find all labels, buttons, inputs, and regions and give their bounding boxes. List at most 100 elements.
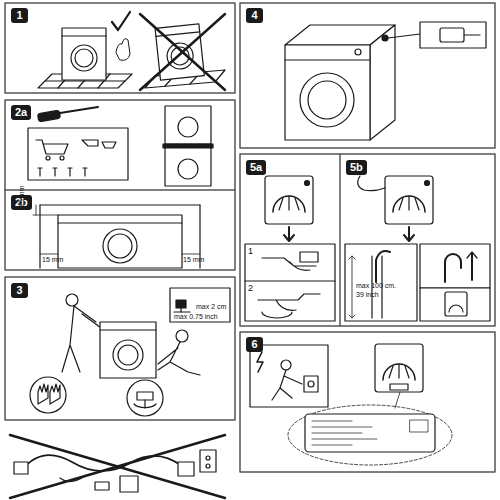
standpipe-inset	[345, 244, 417, 321]
extension-cables	[206, 456, 210, 460]
machine-back-icon	[385, 176, 433, 224]
hose-hook-inset	[420, 288, 490, 321]
kit-box	[82, 140, 98, 146]
panel-frame	[240, 332, 495, 472]
washing-machine	[62, 28, 106, 80]
washing-machine-3d	[382, 35, 388, 41]
rating-plate	[305, 414, 435, 452]
step-badge: 6	[246, 337, 263, 352]
inlet-hose-inset	[245, 244, 335, 321]
inlet-hose-inset	[262, 258, 316, 270]
washing-machine-3d	[285, 45, 370, 140]
down-arrow	[284, 235, 294, 241]
machine-back-icon	[390, 384, 408, 390]
extension-cables	[14, 462, 28, 474]
electric-plug-inset	[281, 360, 291, 370]
step-badge: 3	[11, 283, 28, 298]
down-arrow	[404, 227, 414, 241]
feet-inset	[176, 300, 186, 308]
kit-box	[28, 128, 128, 180]
transport-bolt-inset	[388, 22, 486, 48]
cross-mark	[10, 435, 225, 498]
callout-number: 2	[248, 284, 253, 292]
niche-walls	[40, 205, 200, 268]
person-kneeling	[158, 342, 200, 375]
dimension-arrow	[33, 205, 200, 254]
washing-machine-3d	[308, 81, 346, 119]
washing-machine	[58, 215, 182, 268]
dimension-label: 15 mm	[42, 256, 63, 264]
down-arrow	[284, 227, 294, 241]
dimension-label: max 0.75 inch	[174, 313, 218, 321]
hose-hook-inset	[467, 252, 477, 258]
hose-hook-inset	[420, 244, 490, 321]
kit-box	[68, 168, 72, 176]
panel-frame	[5, 189, 235, 191]
extension-cables	[206, 464, 210, 468]
dimension-arrow	[40, 254, 58, 255]
step-badge: 5a	[246, 160, 266, 175]
transport-bolt-inset	[440, 28, 464, 42]
foot-adjust-icon	[134, 404, 156, 408]
gloves-icon	[30, 377, 66, 413]
niche-walls	[40, 204, 200, 205]
feet-inset	[170, 288, 230, 322]
dimension-label: 39 inch	[356, 291, 379, 299]
step-number: 4	[250, 9, 259, 22]
kit-box	[60, 156, 64, 160]
washing-machine	[155, 24, 204, 80]
machine-back-icon	[389, 364, 409, 378]
washing-machine	[108, 234, 132, 258]
drain-hose	[358, 176, 385, 191]
inlet-hose-inset	[245, 244, 335, 321]
step-number: 1	[15, 9, 24, 22]
hose-hook-inset	[420, 244, 490, 288]
screwdriver	[37, 110, 60, 122]
rating-plate	[312, 421, 377, 445]
check-mark	[116, 39, 130, 61]
panel-frame	[240, 154, 495, 326]
electric-plug-inset	[304, 376, 318, 392]
feet-inset	[174, 311, 190, 312]
check-mark	[112, 12, 130, 60]
washing-machine	[113, 340, 143, 370]
dimension-label: 15 mm	[18, 186, 26, 207]
extension-cables	[178, 462, 194, 476]
washing-machine	[58, 222, 182, 223]
cross-mark	[140, 14, 225, 90]
machine-back-icon	[375, 344, 423, 392]
down-arrow	[408, 227, 410, 240]
dimension-arrow	[33, 215, 58, 216]
washing-machine-3d	[355, 49, 361, 55]
kit-box	[83, 168, 87, 176]
cross-mark	[140, 14, 225, 90]
panel-frame	[339, 154, 341, 326]
washing-machine-3d	[370, 25, 395, 140]
stacked-machines	[165, 106, 211, 144]
washing-machine	[100, 322, 156, 378]
gloves-icon	[38, 384, 48, 404]
cross-mark	[10, 435, 225, 498]
washing-machine	[58, 215, 182, 268]
step-number: 2a	[15, 106, 27, 119]
machine-back-icon	[399, 196, 419, 210]
person-lifting	[62, 306, 104, 372]
step-badge: 2a	[11, 105, 31, 120]
check-mark	[112, 12, 130, 30]
step-number: 3	[15, 284, 24, 297]
machine-back-icon	[265, 176, 313, 224]
dimension-label: 15 mm	[183, 256, 204, 264]
panel-frame	[5, 3, 235, 93]
transport-bolt-inset	[464, 34, 480, 35]
feet-inset	[180, 308, 181, 312]
foot-adjust-icon	[127, 380, 163, 416]
inlet-hose-inset	[262, 312, 292, 318]
machine-back-icon	[265, 176, 313, 224]
transport-bolt-inset	[420, 22, 486, 48]
machine-back-icon	[383, 364, 415, 380]
rating-plate	[288, 392, 452, 465]
panel-frame	[5, 277, 235, 420]
person-kneeling	[158, 330, 200, 375]
kit-box	[36, 140, 68, 154]
